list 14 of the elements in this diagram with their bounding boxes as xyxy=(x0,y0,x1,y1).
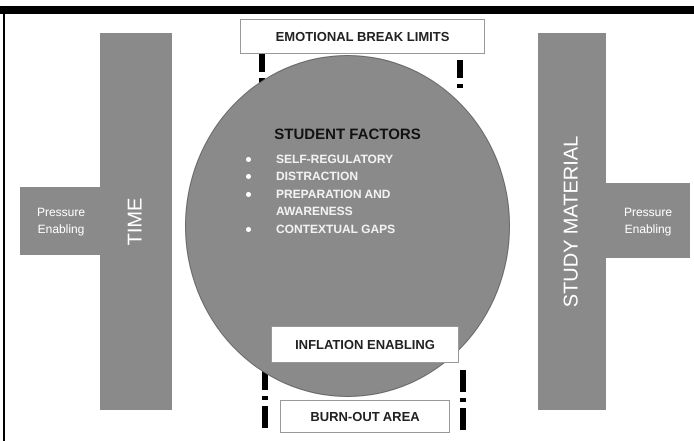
list-item: SELF-REGULATORY xyxy=(276,151,394,168)
vertical-bar xyxy=(100,33,172,410)
label-box: INFLATION ENABLING xyxy=(271,326,459,363)
side-box: Pressure Enabling xyxy=(20,187,102,255)
list-item: DISTRACTION xyxy=(276,168,359,186)
bar-label: TIME xyxy=(124,198,148,246)
list-item: PREPARATION AND AWARENESS xyxy=(276,186,392,220)
label-box: EMOTIONAL BREAK LIMITS xyxy=(240,19,485,54)
side-box: Pressure Enabling xyxy=(606,183,690,258)
heading: STUDENT FACTORS xyxy=(274,126,421,143)
label-box: BURN-OUT AREA xyxy=(280,400,450,433)
vertical-bar xyxy=(538,33,606,410)
bar-label: STUDY MATERIAL xyxy=(560,136,584,308)
list-item: CONTEXTUAL GAPS xyxy=(276,220,396,238)
